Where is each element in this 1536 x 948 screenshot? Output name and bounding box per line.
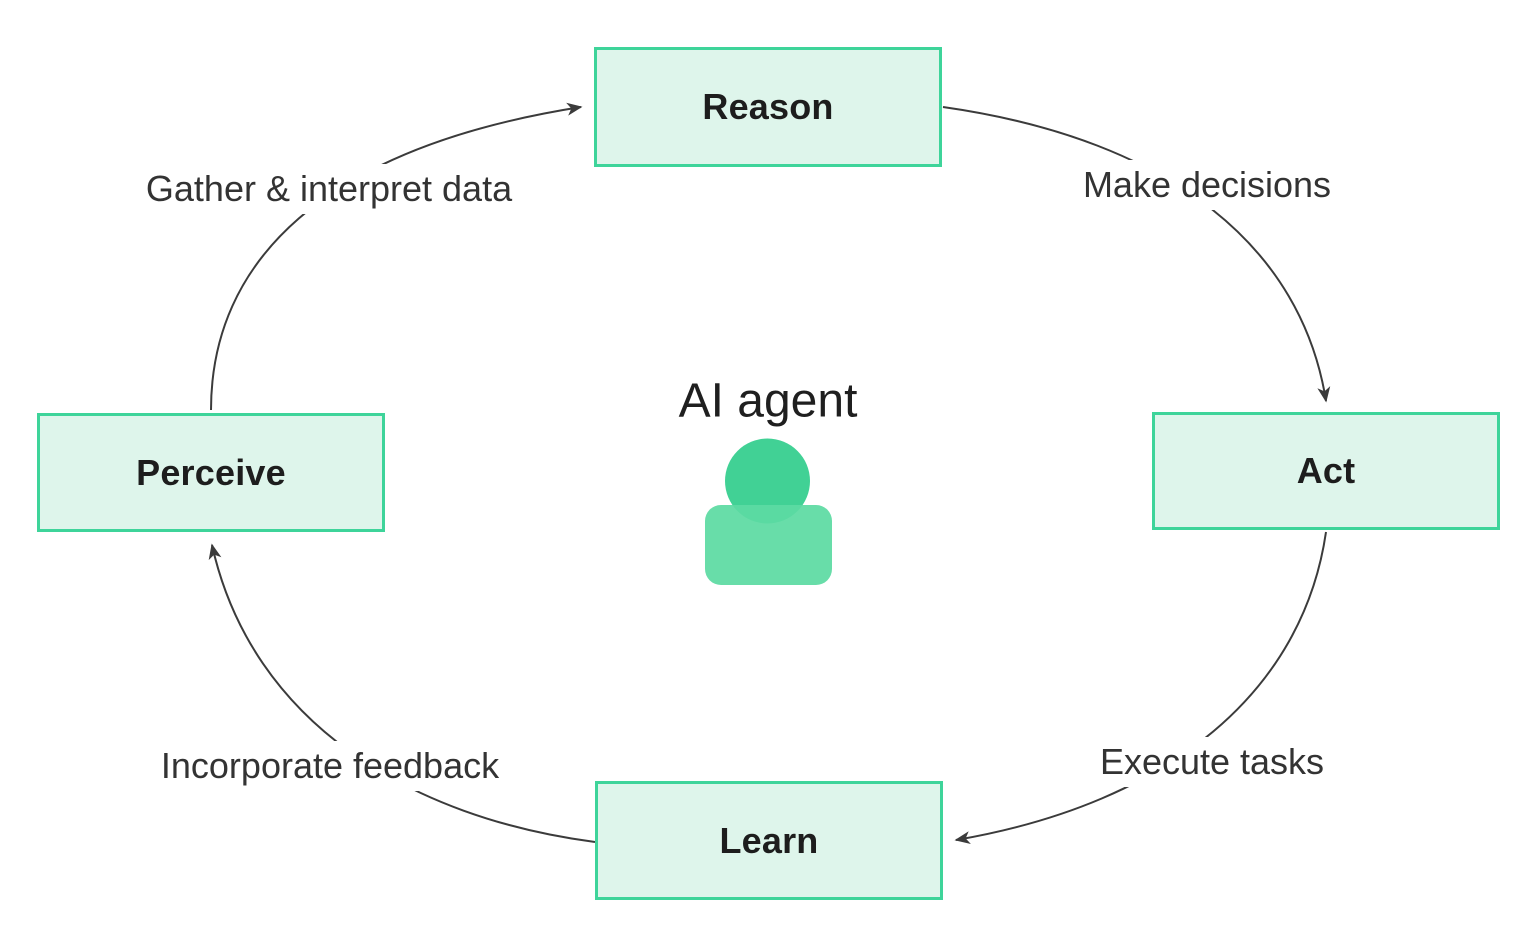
edge-perceive-to-reason-arrow	[210, 102, 583, 411]
edge-reason-to-act-arrow	[942, 106, 1331, 403]
edge-label-make-decisions: Make decisions	[1070, 160, 1344, 210]
edge-label-execute-tasks: Execute tasks	[1087, 737, 1337, 787]
person-icon	[705, 438, 832, 585]
edge-learn-to-perceive-arrow	[208, 543, 596, 843]
edge-act-to-learn-arrow	[954, 531, 1327, 845]
node-learn: Learn	[595, 781, 943, 900]
node-learn-label: Learn	[719, 819, 819, 861]
center-title: AI agent	[678, 374, 858, 428]
node-perceive: Perceive	[37, 413, 385, 532]
node-act: Act	[1152, 412, 1500, 530]
person-head-shape	[725, 438, 810, 524]
node-reason-label: Reason	[702, 86, 834, 127]
node-perceive-label: Perceive	[136, 451, 286, 493]
node-reason: Reason	[594, 47, 942, 167]
node-act-label: Act	[1296, 450, 1356, 491]
edge-label-gather-interpret-data: Gather & interpret data	[133, 164, 525, 214]
edge-label-incorporate-feedback: Incorporate feedback	[148, 741, 512, 791]
person-body-shape	[705, 505, 832, 585]
